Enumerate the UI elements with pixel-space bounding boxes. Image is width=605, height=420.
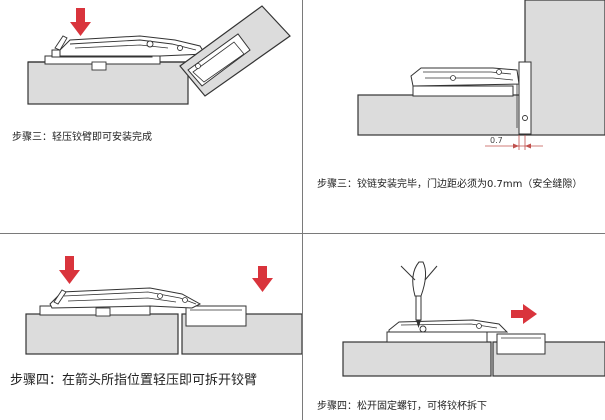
hinge-cup-removal-illustration	[342, 261, 605, 377]
horizontal-divider	[0, 233, 605, 234]
caption-step-three-press: 步骤三：轻压铰臂即可安装完成	[12, 132, 152, 143]
caption-step-three-gap: 步骤三：铰链安装完毕，门边距必须为0.7mm（安全缝隙）	[317, 179, 583, 190]
screwdriver-icon	[400, 261, 438, 328]
pull-arrow	[511, 304, 537, 324]
hinge-release-illustration	[25, 256, 302, 355]
press-arrow-right	[252, 266, 273, 292]
panel-bottom-right: 步骤四：松开固定螺钉，可将铰杯拆下	[303, 234, 605, 420]
panel-top-left: 步骤三：轻压铰臂即可安装完成	[0, 0, 302, 233]
panel-top-right: 0.7 步骤三：铰链安装完毕，门边距必须为0.7mm（安全缝隙）	[303, 0, 605, 233]
caption-step-four-remove: 步骤四：松开固定螺钉，可将铰杯拆下	[317, 401, 487, 412]
vertical-divider	[302, 0, 303, 420]
panel-bottom-left: 步骤四：在箭头所指位置轻压即可拆开铰臂	[0, 234, 302, 420]
hinge-press-install-illustration	[27, 5, 291, 105]
hinge-installed-gap-illustration: 0.7	[357, 0, 605, 150]
press-arrow-left	[59, 256, 80, 284]
gap-dimension-label: 0.7	[490, 136, 503, 145]
press-arrow	[70, 8, 91, 36]
caption-step-four-release: 步骤四：在箭头所指位置轻压即可拆开铰臂	[10, 373, 258, 388]
